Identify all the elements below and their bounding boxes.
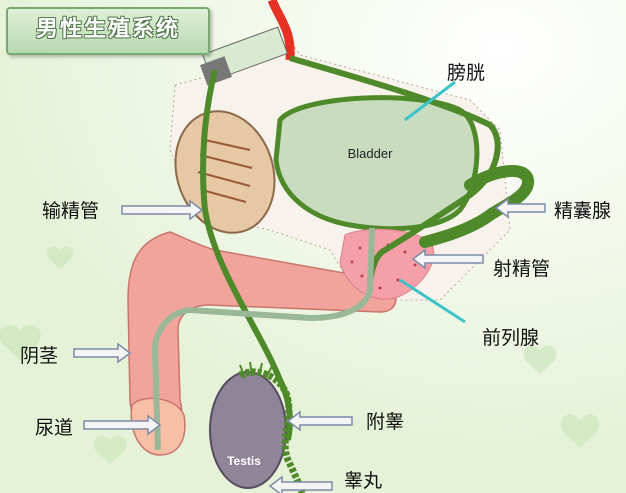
- epididymis: [238, 368, 306, 493]
- teal-leaders: [399, 80, 466, 324]
- testis: [209, 371, 287, 489]
- decorative-hearts: [0, 246, 600, 464]
- epididymis-fan: [239, 361, 273, 379]
- testis-organ-label: Testis: [227, 454, 261, 468]
- blood-vessel: [267, 0, 295, 61]
- bladder: [273, 95, 480, 232]
- vas-deferens: [289, 55, 501, 281]
- label-bladder: 膀胱: [447, 62, 486, 84]
- bladder-organ-label: Bladder: [348, 146, 393, 161]
- urethra: [151, 227, 375, 451]
- page-title: 男性生殖系统: [35, 17, 180, 42]
- seminal-vesicle: [419, 164, 534, 248]
- gray-arrows: [73, 197, 546, 493]
- vas-deferens-descending: [200, 69, 293, 441]
- label-seminal-vesicle: 精囊腺: [554, 200, 612, 222]
- bone-texture: [197, 139, 253, 203]
- label-testis: 睾丸: [344, 470, 383, 492]
- label-ejaculatory-duct: 射精管: [493, 258, 551, 280]
- title-badge: 男性生殖系统: [6, 7, 210, 55]
- label-vas-deferens: 输精管: [42, 200, 100, 222]
- prostate: [339, 228, 435, 300]
- label-penis: 阴茎: [20, 345, 59, 367]
- label-epididymis: 附睾: [366, 411, 405, 433]
- label-prostate: 前列腺: [482, 327, 540, 349]
- label-urethra: 尿道: [35, 417, 74, 439]
